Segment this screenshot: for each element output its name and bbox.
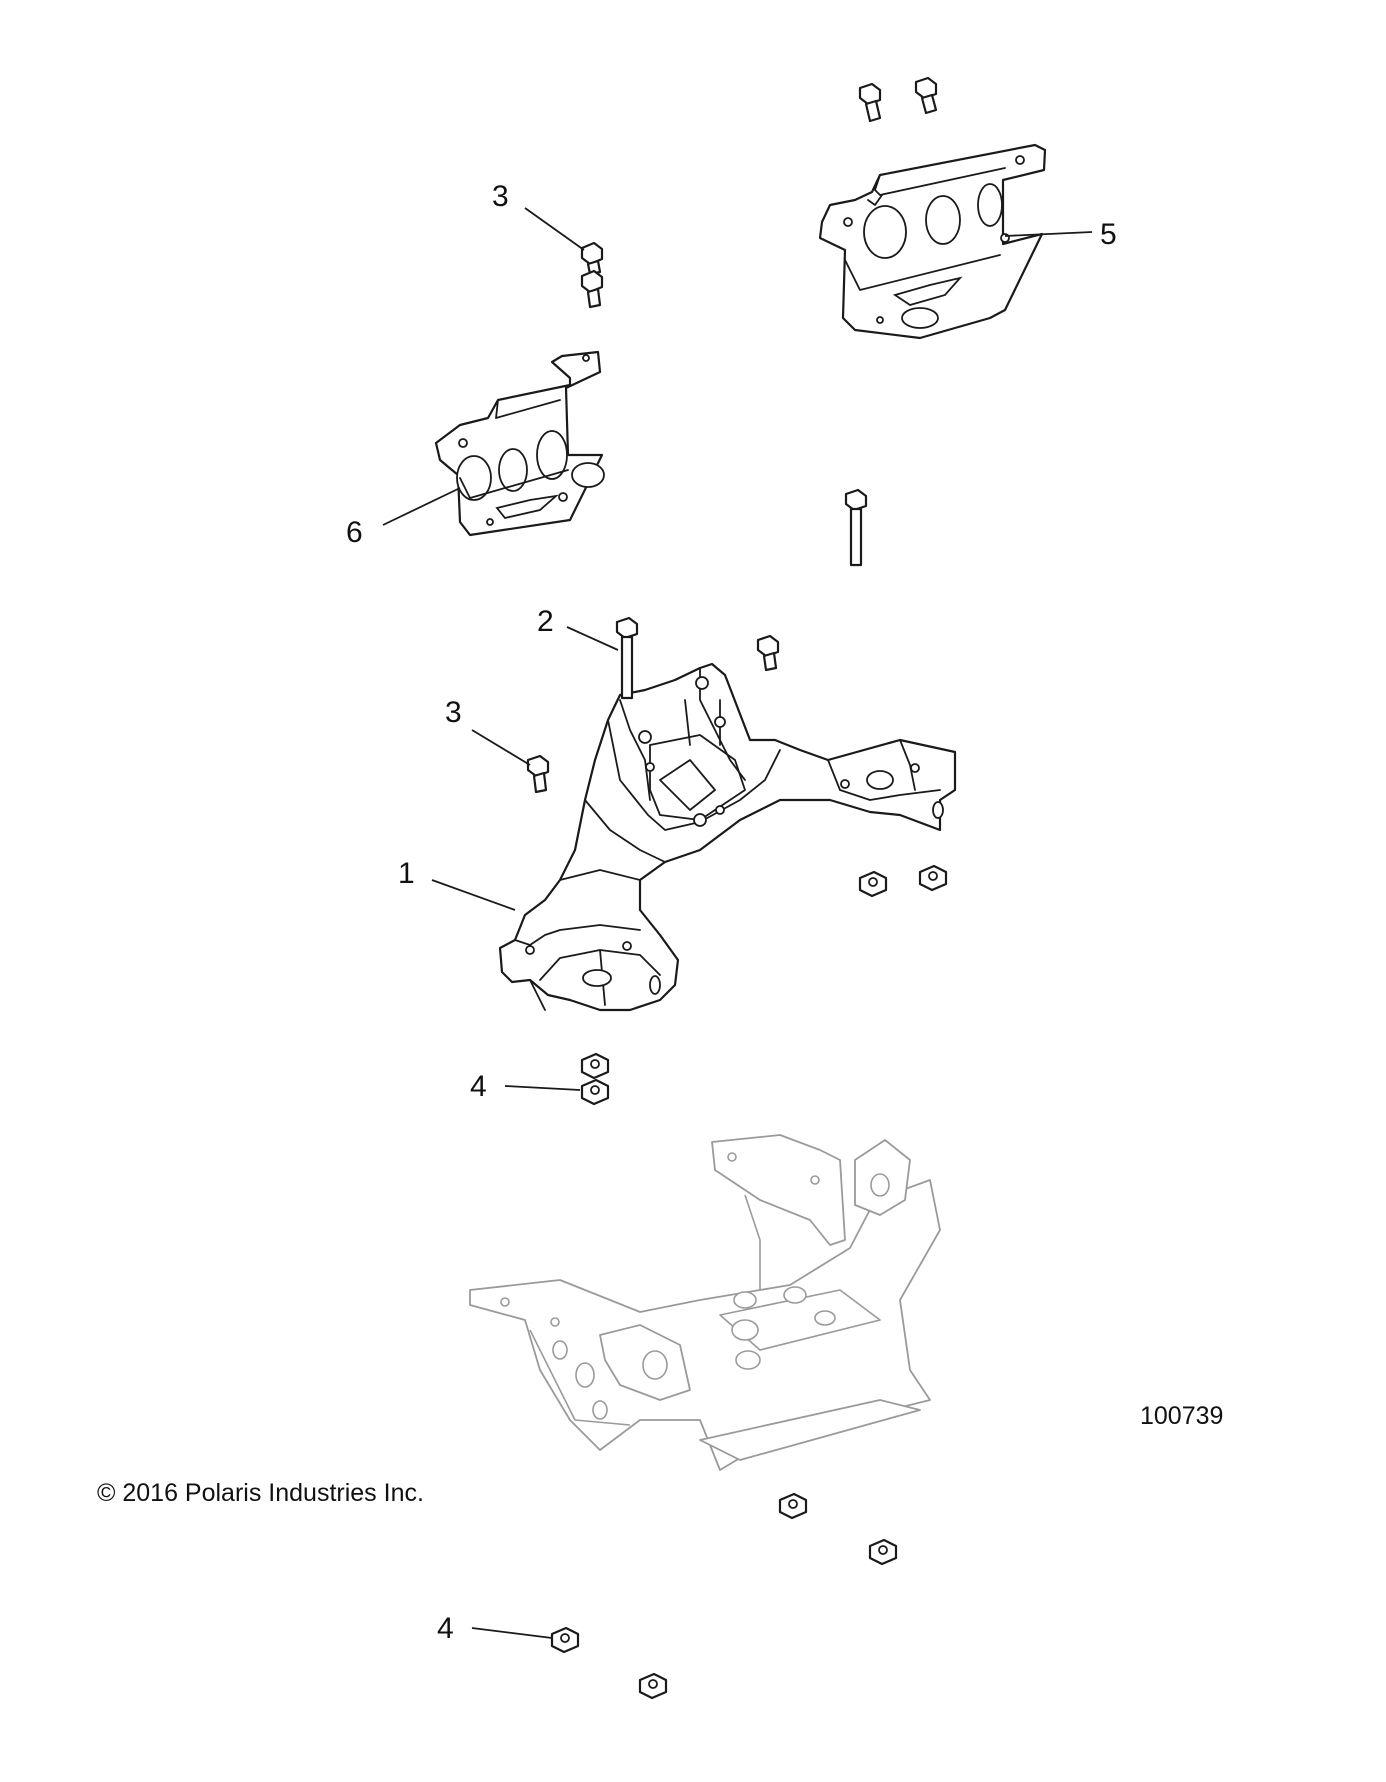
bolt-part-3-upper: [580, 241, 604, 309]
nut-lower-2: [868, 1538, 898, 1566]
callout-4-lower: 4: [437, 1612, 454, 1645]
leader-3-lower: [471, 729, 531, 766]
bolt-part-2: [615, 616, 639, 700]
diagram-id: 100739: [1140, 1402, 1223, 1430]
leader-4-upper: [504, 1085, 581, 1091]
callout-3-lower: 3: [445, 696, 462, 729]
callout-2: 2: [537, 605, 554, 638]
bolt-top-2: [914, 76, 938, 115]
callout-1: 1: [398, 857, 415, 890]
bracket-part-6: [434, 350, 605, 537]
reference-frame: [469, 1134, 941, 1471]
callouts: 3 5 6 2 3 1 4 4: [346, 180, 1117, 1645]
bolt-top-1: [858, 82, 882, 123]
nut-lower-1: [778, 1492, 808, 1520]
nut-part-4-upper-b: [580, 1078, 610, 1106]
leader-2: [566, 626, 619, 651]
leader-6: [382, 487, 461, 526]
callout-5: 5: [1100, 218, 1117, 251]
fasteners: [526, 76, 948, 1700]
leader-lines: [382, 207, 1093, 1639]
bolt-long-right: [844, 488, 868, 567]
bolt-short-center: [756, 634, 780, 672]
copyright-notice: © 2016 Polaris Industries Inc.: [97, 1479, 424, 1507]
callout-3-upper: 3: [492, 180, 509, 213]
leader-1: [431, 879, 516, 911]
engine-mount-part-1: [498, 662, 957, 1012]
nut-right-2: [918, 864, 948, 892]
leader-5: [1004, 231, 1093, 237]
callout-6: 6: [346, 516, 363, 549]
bracket-part-5: [818, 143, 1047, 340]
nut-part-4-upper-a: [580, 1052, 610, 1080]
callout-4-upper: 4: [470, 1070, 487, 1103]
nut-lower-3: [638, 1672, 668, 1700]
leader-4-lower: [471, 1627, 553, 1639]
nut-part-4-lower: [550, 1626, 580, 1654]
leader-3-upper: [524, 207, 585, 251]
nut-right-1: [858, 870, 888, 898]
bolt-part-3-lower: [526, 754, 550, 794]
